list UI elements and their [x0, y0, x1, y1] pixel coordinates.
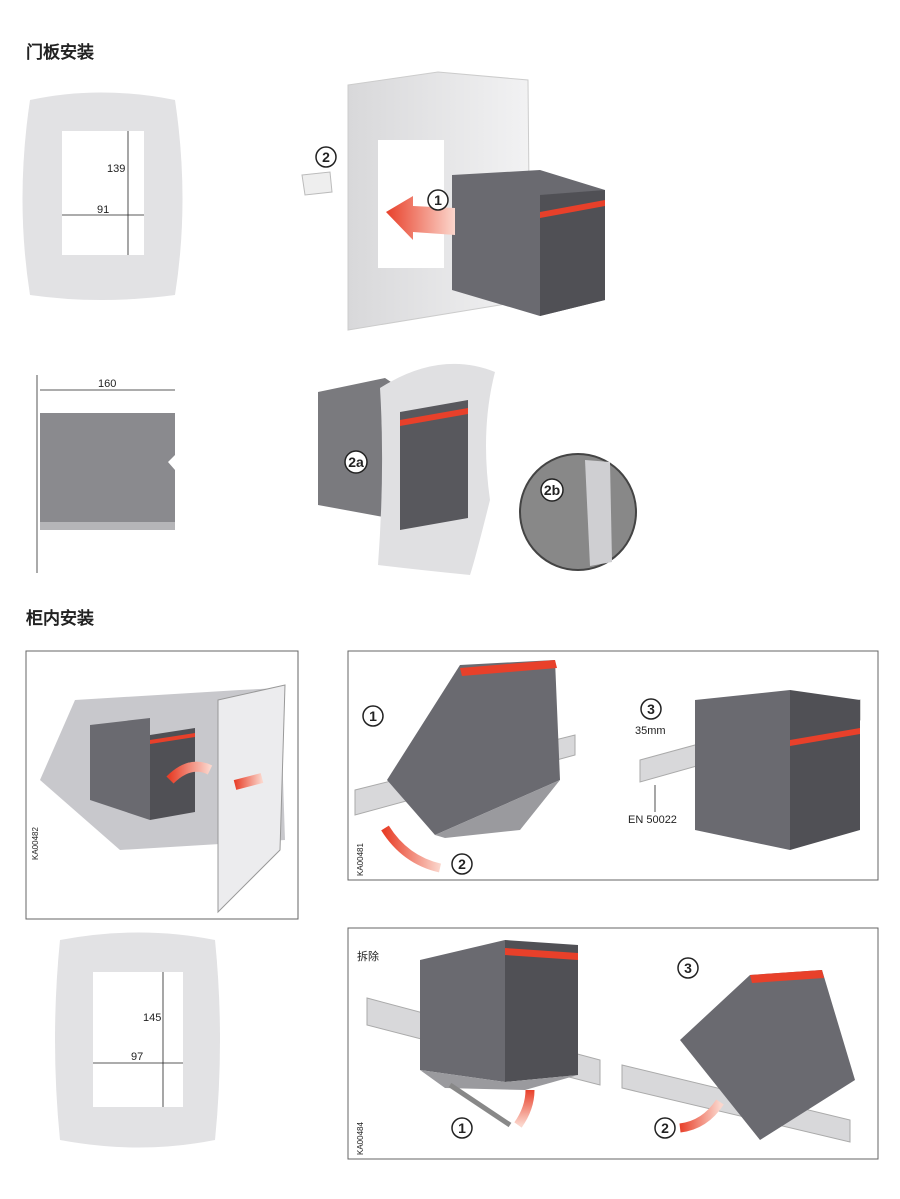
rail-step-2-badge: 2: [458, 856, 466, 872]
removal-figure: 拆除 1 3 2 KA00484: [347, 927, 879, 1160]
step-1-badge: 1: [434, 192, 442, 208]
rail-width-label: 35mm: [635, 725, 666, 737]
cabinet-panel-figure: KA00482: [25, 650, 299, 920]
rail-step-3-badge: 3: [647, 701, 655, 717]
removal-step-3-badge: 3: [684, 960, 692, 976]
door-cutout-drawing: 139 91: [22, 92, 183, 300]
din-rail-figure: 1 2 3 35mm EN 50022 KA00481: [347, 650, 879, 881]
removal-step-2-badge: 2: [661, 1120, 669, 1136]
clip-mounting-drawing: 2a 2b: [318, 363, 637, 575]
cabinet-cutout-height-label: 145: [143, 1012, 161, 1024]
rail-step-1-badge: 1: [369, 708, 377, 724]
cabinet-cutout-width-label: 97: [131, 1051, 143, 1063]
cutout-width-label: 91: [97, 204, 109, 216]
figure-code: KA00482: [31, 827, 40, 860]
side-view-drawing: 160: [36, 375, 175, 573]
removal-step-1-badge: 1: [458, 1120, 466, 1136]
figure-code: KA00481: [356, 843, 365, 876]
section-title-cabinet-mounting: 柜内安装: [26, 609, 94, 629]
cutout-height-label: 139: [107, 163, 125, 175]
depth-label: 160: [98, 378, 116, 390]
step-2-badge: 2: [322, 149, 330, 165]
door-install-drawing: 2 1: [301, 71, 605, 331]
step-2a-badge: 2a: [348, 454, 364, 470]
step-2b-badge: 2b: [544, 482, 560, 498]
section-title-door-mounting: 门板安装: [26, 43, 94, 63]
removal-title: 拆除: [357, 949, 379, 963]
figure-code: KA00484: [356, 1122, 365, 1155]
cabinet-cutout-drawing: 145 97: [55, 932, 220, 1148]
rail-standard-label: EN 50022: [628, 814, 677, 826]
